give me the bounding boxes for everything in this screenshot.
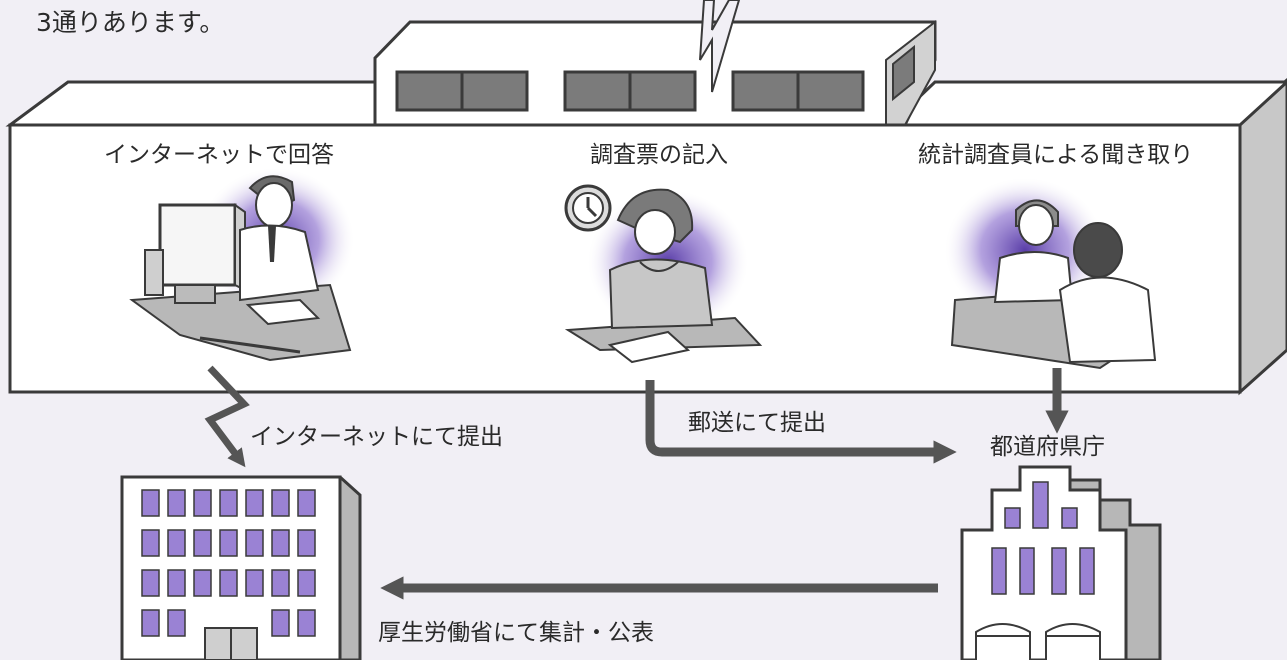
mail-submit-arrow [645,380,957,464]
ministry-building-icon [120,475,362,660]
prefecture-building-icon [960,465,1162,660]
method-label-internet: インターネットで回答 [104,142,334,168]
clock-icon [564,184,612,232]
prefecture-label: 都道府県庁 [990,434,1105,460]
internet-submit-label: インターネットにて提出 [250,424,503,450]
person-writing-form-illustration [564,184,763,364]
method-label-form: 調査票の記入 [590,142,728,168]
interview-illustration [945,178,1157,370]
person-at-computer-illustration [129,168,354,362]
intro-text: 3通りあります。 [36,8,225,37]
upper-windows [395,44,915,112]
internet-submit-arrow [204,365,250,468]
method-label-interview: 統計調査員による聞き取り [918,142,1194,168]
mail-submit-label: 郵送にて提出 [688,410,826,436]
ministry-tally-label: 厚生労働省にて集計・公表 [378,620,654,646]
